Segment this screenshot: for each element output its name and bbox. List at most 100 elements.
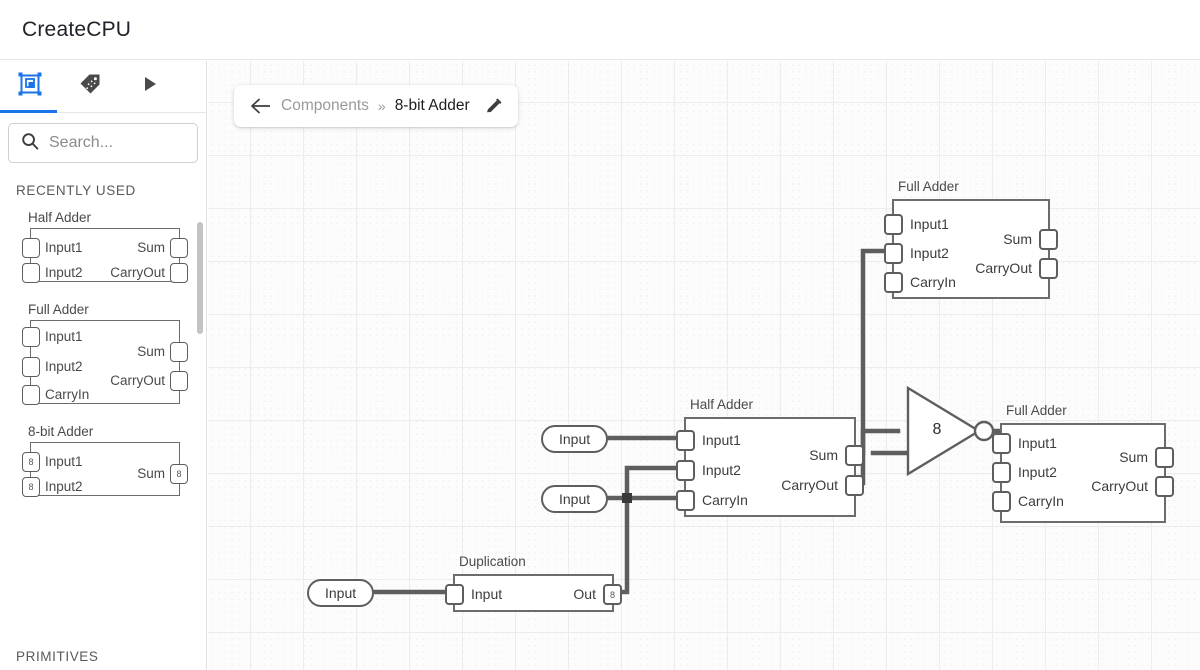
section-primitives: PRIMITIVES bbox=[16, 649, 99, 664]
pin-carryin[interactable] bbox=[884, 272, 903, 293]
play-icon bbox=[140, 74, 160, 99]
pin-input1 bbox=[22, 327, 40, 347]
pin-sum bbox=[170, 342, 188, 362]
back-button[interactable] bbox=[250, 98, 272, 114]
pin-label-input1: Input1 bbox=[910, 216, 949, 232]
pin-out[interactable]: 8 bbox=[603, 584, 622, 605]
node-body: Input 8 Out bbox=[445, 574, 622, 612]
pin-label-sum: Sum bbox=[137, 344, 165, 359]
pin-input1[interactable] bbox=[884, 214, 903, 235]
search-icon bbox=[21, 132, 39, 155]
pin-input2 bbox=[22, 263, 40, 283]
pin-input1[interactable] bbox=[992, 433, 1011, 454]
sidebar-scrollbar-thumb[interactable] bbox=[197, 222, 203, 334]
canvas-input-a[interactable]: Input bbox=[541, 425, 609, 453]
sidebar: Search... RECENTLY USED Half Adder Input… bbox=[0, 61, 207, 670]
pin-label-carryout: CarryOut bbox=[781, 477, 838, 493]
wire-duplication-out-to-halfadder-input2 bbox=[611, 465, 687, 595]
pin-input1: 8 bbox=[22, 452, 40, 472]
node-half-adder[interactable]: Half Adder Input1 Input2 CarryIn Sum Car… bbox=[676, 397, 864, 517]
pin-label-input: Input bbox=[471, 586, 503, 602]
pin-input2[interactable] bbox=[676, 460, 695, 481]
title-bar: CreateCPU bbox=[0, 0, 1200, 60]
node-body: Input1 Input2 CarryIn Sum CarryOut bbox=[884, 199, 1058, 299]
node-duplication[interactable]: Duplication Input 8 Out bbox=[445, 554, 622, 612]
pin-label-out: Out bbox=[573, 586, 596, 602]
pin-input1[interactable] bbox=[676, 430, 695, 451]
wire-junction bbox=[622, 493, 632, 503]
component-item-8bit-adder[interactable]: 8-bit Adder 8 Input1 8 Input2 8 Sum bbox=[0, 418, 206, 510]
component-name: Full Adder bbox=[28, 302, 89, 317]
pin-carryout bbox=[170, 263, 188, 283]
sidebar-scrollbar[interactable] bbox=[197, 204, 203, 670]
pin-sum[interactable] bbox=[845, 445, 864, 466]
pin-input2[interactable] bbox=[992, 462, 1011, 483]
pin-label-carryout: CarryOut bbox=[110, 265, 165, 280]
pin-carryout bbox=[170, 371, 188, 391]
breadcrumb: Components » 8-bit Adder bbox=[234, 85, 518, 127]
wire-layer bbox=[372, 248, 1003, 595]
pin-label-sum: Sum bbox=[1119, 449, 1148, 465]
component-preview: Input1 Input2 Sum CarryOut bbox=[22, 228, 188, 283]
pin-label-carryin: CarryIn bbox=[1018, 493, 1064, 509]
pin-carryout[interactable] bbox=[845, 475, 864, 496]
node-full-adder-top[interactable]: Full Adder Input1 Input2 CarryIn Sum Car… bbox=[884, 179, 1058, 299]
search-input[interactable]: Search... bbox=[8, 123, 198, 163]
pin-label-carryin: CarryIn bbox=[702, 492, 748, 508]
pin-label-input1: Input1 bbox=[702, 432, 741, 448]
canvas[interactable]: 8 Components » 8-bit Adder Input Input I bbox=[208, 61, 1200, 670]
pin-label-carryout: CarryOut bbox=[110, 373, 165, 388]
pin-sum[interactable] bbox=[1039, 229, 1058, 250]
pin-label-input1: Input1 bbox=[1018, 435, 1057, 451]
pin-label-sum: Sum bbox=[809, 447, 838, 463]
pin-carryout[interactable] bbox=[1039, 258, 1058, 279]
pin-label-sum: Sum bbox=[137, 240, 165, 255]
pin-input2: 8 bbox=[22, 477, 40, 497]
pin-label-input2: Input2 bbox=[702, 462, 741, 478]
canvas-input-b[interactable]: Input bbox=[541, 485, 609, 513]
pin-label-input2: Input2 bbox=[45, 265, 83, 280]
canvas-input-c[interactable]: Input bbox=[307, 579, 375, 607]
pin-carryin bbox=[22, 385, 40, 405]
tag-icon bbox=[78, 72, 102, 101]
bus-merge-icon bbox=[906, 385, 995, 477]
breadcrumb-parent[interactable]: Components bbox=[281, 97, 369, 114]
pin-label-carryin: CarryIn bbox=[910, 274, 956, 290]
bus-merge-label: 8 bbox=[932, 421, 942, 438]
section-recently-used: RECENTLY USED bbox=[16, 183, 136, 198]
pin-carryin[interactable] bbox=[676, 490, 695, 511]
pin-label-carryin: CarryIn bbox=[45, 387, 90, 402]
pin-carryout[interactable] bbox=[1155, 476, 1174, 497]
node-title: Full Adder bbox=[898, 179, 959, 194]
pin-label-input2: Input2 bbox=[45, 479, 83, 494]
pin-label-input1: Input1 bbox=[45, 454, 83, 469]
sidebar-tab-labels[interactable] bbox=[60, 61, 120, 113]
pin-carryin[interactable] bbox=[992, 491, 1011, 512]
sidebar-tab-components[interactable] bbox=[0, 61, 60, 113]
pin-label-sum: Sum bbox=[1003, 231, 1032, 247]
node-title: Full Adder bbox=[1006, 403, 1067, 418]
pin-label-input1: Input1 bbox=[45, 329, 83, 344]
pin-input[interactable] bbox=[445, 584, 464, 605]
node-full-adder-right[interactable]: Full Adder Input1 Input2 CarryIn Sum Car… bbox=[992, 403, 1174, 523]
pin-input2[interactable] bbox=[884, 243, 903, 264]
search-container: Search... bbox=[0, 113, 206, 169]
pencil-icon[interactable] bbox=[485, 98, 502, 115]
component-item-full-adder[interactable]: Full Adder Input1 Input2 CarryIn Sum Car… bbox=[0, 296, 206, 418]
pin-label-input2: Input2 bbox=[1018, 464, 1057, 480]
pin-label-carryout: CarryOut bbox=[1091, 478, 1148, 494]
component-item-half-adder[interactable]: Half Adder Input1 Input2 Sum CarryOut bbox=[0, 204, 206, 296]
sidebar-tab-run[interactable] bbox=[120, 61, 180, 113]
node-title: Half Adder bbox=[690, 397, 754, 412]
breadcrumb-current: 8-bit Adder bbox=[394, 97, 470, 114]
pin-label-input2: Input2 bbox=[45, 359, 83, 374]
pin-sum bbox=[170, 238, 188, 258]
component-name: Half Adder bbox=[28, 210, 92, 225]
breadcrumb-separator: » bbox=[377, 98, 386, 114]
component-preview: Input1 Input2 CarryIn Sum CarryOut bbox=[22, 320, 188, 405]
pin-label-sum: Sum bbox=[137, 466, 165, 481]
pin-label-input2: Input2 bbox=[910, 245, 949, 261]
node-body: Input1 Input2 CarryIn Sum CarryOut bbox=[676, 417, 864, 517]
pin-input2 bbox=[22, 357, 40, 377]
pin-sum[interactable] bbox=[1155, 447, 1174, 468]
